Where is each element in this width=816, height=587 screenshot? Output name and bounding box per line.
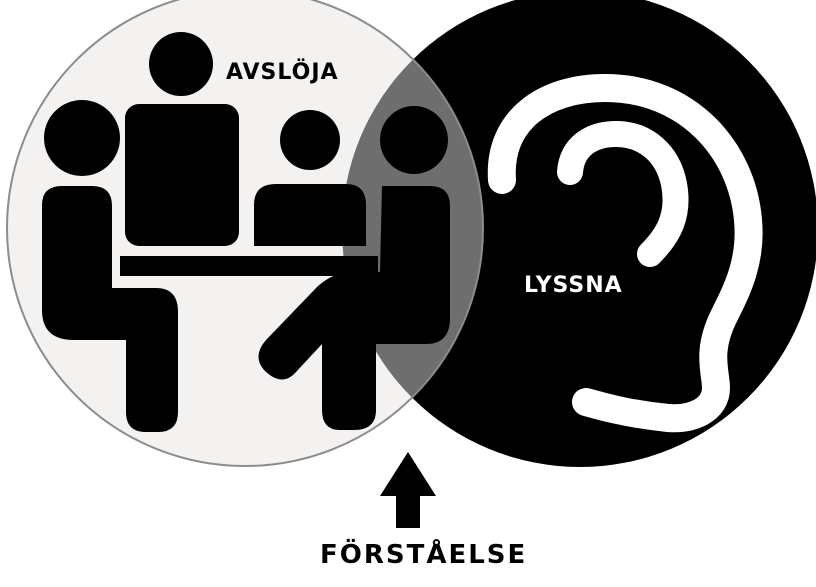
right-circle-label: LYSSNA xyxy=(524,273,623,298)
left-circle-outline xyxy=(6,0,484,467)
left-circle-label: AVSLÖJA xyxy=(226,60,339,85)
bottom-label: FÖRSTÅELSE xyxy=(320,540,528,570)
meeting-people-icon xyxy=(42,32,450,432)
arrow-up-icon xyxy=(380,452,436,528)
ear-icon xyxy=(487,74,763,433)
